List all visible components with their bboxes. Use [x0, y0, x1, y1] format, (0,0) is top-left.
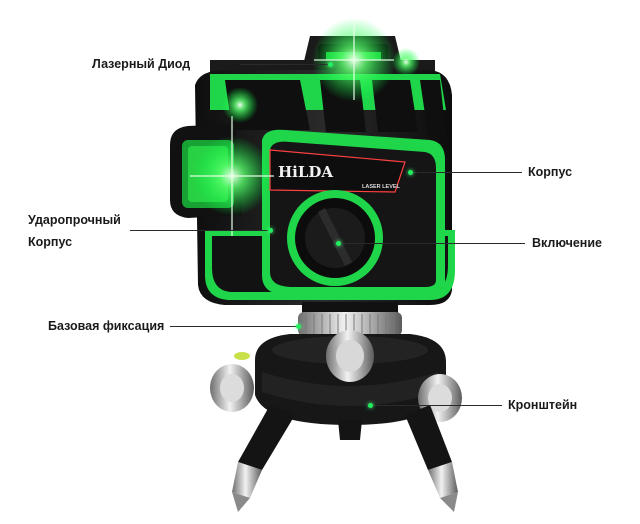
leader-shockproof: [130, 230, 270, 231]
label-power: Включение: [532, 236, 602, 250]
bubble-level: [234, 352, 250, 360]
marker-bracket: [368, 403, 373, 408]
label-body: Корпус: [528, 165, 573, 179]
label-base-lock: Базовая фиксация: [48, 319, 165, 333]
label-laser-diode: Лазерный Диод: [92, 57, 191, 71]
leader-base-lock: [170, 326, 298, 327]
legs: [232, 405, 458, 512]
marker-base-lock: [296, 324, 301, 329]
leader-body: [412, 172, 522, 173]
label-shockproof-line2: Корпус: [28, 235, 73, 249]
model-text: LASER LEVEL: [362, 184, 401, 190]
marker-body: [408, 170, 413, 175]
laser-glows: [190, 18, 420, 236]
label-shockproof-line1: Ударопрочный: [28, 213, 121, 227]
marker-power: [336, 241, 341, 246]
brand-logo: HiLDA: [278, 163, 333, 181]
leader-laser-diode: [240, 64, 330, 65]
base-lock-ring: [298, 302, 402, 336]
bracket-base: [210, 330, 462, 425]
label-bracket: Кронштейн: [508, 398, 578, 412]
leader-power: [340, 243, 525, 244]
marker-shockproof: [268, 228, 273, 233]
leader-bracket: [372, 405, 502, 406]
marker-laser-diode: [328, 62, 333, 67]
